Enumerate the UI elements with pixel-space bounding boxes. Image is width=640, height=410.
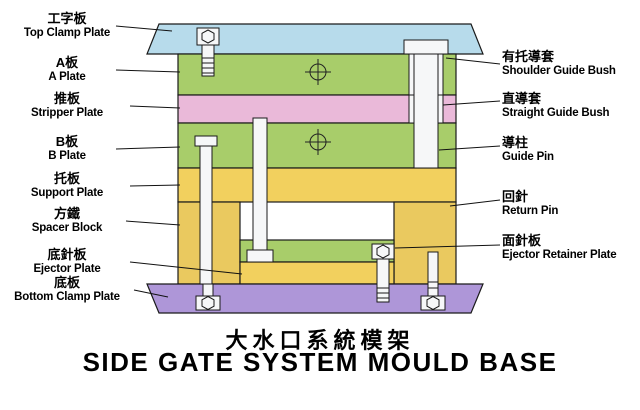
leader-line-top-clamp-plate: [115, 25, 173, 32]
leader-line-ejector-retainer-plate: [394, 244, 501, 249]
label-a-plate-zh: A板: [55, 55, 79, 70]
label-return-pin: 回針 Return Pin: [502, 189, 640, 218]
label-straight-guide-bush: 直導套 Straight Guide Bush: [502, 91, 640, 120]
leader-line-support-plate: [129, 184, 181, 187]
b-plate-shape: [177, 122, 457, 169]
label-top-clamp-plate-en: Top Clamp Plate: [23, 27, 111, 39]
label-ejector-retainer-plate-zh: 面針板: [502, 233, 542, 248]
label-straight-guide-bush-zh: 直導套: [502, 91, 542, 106]
guide-assembly: [403, 39, 449, 169]
label-spacer-block-en: Spacer Block: [31, 222, 103, 234]
label-shoulder-guide-bush-zh: 有托導套: [502, 49, 555, 64]
top-clamp-plate-shape: [146, 23, 484, 55]
label-b-plate-en: B Plate: [48, 150, 86, 162]
label-top-clamp-plate-zh: 工字板: [47, 11, 87, 26]
leader-line-ejector-plate: [129, 261, 243, 275]
label-shoulder-guide-bush: 有托導套 Shoulder Guide Bush: [502, 49, 640, 78]
label-spacer-block-zh: 方鐵: [53, 206, 80, 221]
leader-line-shoulder-guide-bush: [445, 57, 501, 65]
leader-line-stripper-plate: [129, 105, 181, 109]
leader-line-a-plate: [115, 69, 181, 73]
bottom-right-screw: [420, 251, 446, 311]
label-b-plate: B板 B Plate: [2, 134, 132, 163]
ejector-plate-shape: [239, 261, 395, 285]
hex-socket-icon: [376, 244, 390, 259]
label-return-pin-en: Return Pin: [502, 205, 559, 217]
bottom-left-screw: [195, 283, 221, 311]
guide-pin-shape: [413, 53, 439, 169]
label-guide-pin-zh: 導柱: [502, 135, 529, 150]
label-ejector-retainer-plate: 面針板 Ejector Retainer Plate: [502, 233, 640, 262]
return-pin-shape: [194, 135, 218, 285]
label-return-pin-zh: 回針: [502, 189, 529, 204]
label-stripper-plate-en: Stripper Plate: [31, 107, 103, 119]
hex-socket-icon: [201, 29, 215, 44]
label-support-plate: 托板 Support Plate: [2, 171, 132, 200]
leader-line-guide-pin: [438, 145, 501, 151]
label-guide-pin: 導柱 Guide Pin: [502, 135, 640, 164]
top-cap-screw: [196, 27, 220, 77]
label-spacer-block: 方鐵 Spacer Block: [2, 206, 132, 235]
leader-line-b-plate: [115, 146, 181, 150]
hole-crosshair-b-plate: [305, 129, 331, 155]
diagram-title-zh: 大水口系統模架: [225, 328, 415, 353]
leader-line-straight-guide-bush: [442, 100, 501, 106]
label-straight-guide-bush-en: Straight Guide Bush: [502, 107, 610, 119]
ejector-plate-screw: [371, 243, 395, 303]
hole-crosshair-a-plate: [305, 59, 331, 85]
label-ejector-plate: 底針板 Ejector Plate: [2, 247, 132, 276]
leader-line-return-pin: [449, 199, 501, 207]
label-stripper-plate-zh: 推板: [53, 91, 80, 106]
diagram-title-en: SIDE GATE SYSTEM MOULD BASE: [82, 347, 558, 377]
hex-socket-icon: [426, 295, 440, 311]
label-ejector-retainer-plate-en: Ejector Retainer Plate: [502, 249, 617, 261]
support-plate-shape: [177, 167, 457, 203]
label-b-plate-zh: B板: [55, 134, 79, 149]
label-ejector-plate-zh: 底針板: [47, 247, 87, 262]
label-ejector-plate-en: Ejector Plate: [33, 263, 101, 275]
shoulder-guide-bush-shape: [403, 39, 449, 55]
label-bottom-clamp-plate-zh: 底板: [53, 275, 80, 290]
label-a-plate: A板 A Plate: [2, 55, 132, 84]
label-shoulder-guide-bush-en: Shoulder Guide Bush: [502, 65, 616, 77]
leader-line-bottom-clamp-plate: [133, 289, 169, 298]
leader-line-spacer-block: [125, 220, 181, 226]
label-a-plate-en: A Plate: [48, 71, 86, 83]
label-top-clamp-plate: 工字板 Top Clamp Plate: [2, 11, 132, 40]
bottom-clamp-plate-shape: [146, 283, 484, 314]
hex-socket-icon: [201, 295, 215, 311]
spacer-block-right-shape: [393, 201, 457, 285]
label-support-plate-zh: 托板: [53, 171, 80, 186]
leader-lines: [115, 25, 501, 298]
label-stripper-plate: 推板 Stripper Plate: [2, 91, 132, 120]
label-bottom-clamp-plate: 底板 Bottom Clamp Plate: [2, 275, 132, 304]
label-support-plate-en: Support Plate: [30, 187, 104, 199]
label-bottom-clamp-plate-en: Bottom Clamp Plate: [14, 291, 120, 303]
center-ejector-pin-shape: [246, 117, 274, 263]
label-guide-pin-en: Guide Pin: [502, 151, 554, 163]
